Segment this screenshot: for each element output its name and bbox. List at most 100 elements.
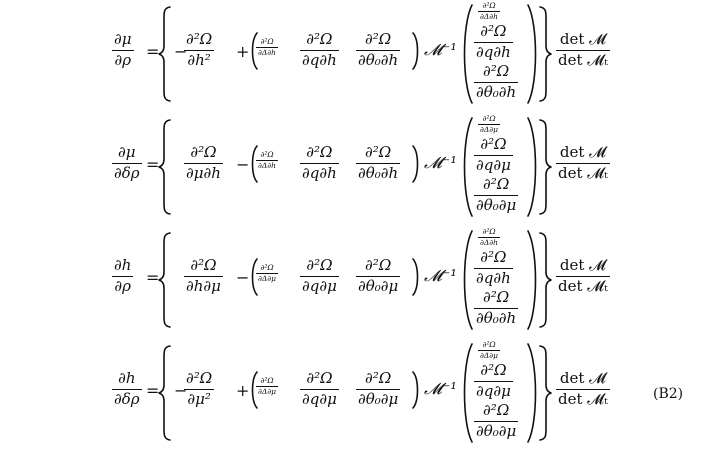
fraction-bar xyxy=(112,49,134,51)
row-entry-1-denominator: ∂Δ∂μ xyxy=(258,273,277,283)
row-entry-3-denominator: ∂θ₀∂h xyxy=(358,50,399,69)
column-vector-left-paren xyxy=(463,4,473,104)
fraction-bar xyxy=(300,49,339,51)
row-entry-2-numerator: ∂²Ω xyxy=(306,143,333,161)
inverse-matrix: 𝓜⁻¹ xyxy=(424,40,457,59)
fraction-bar xyxy=(256,272,279,274)
leading-sign: − xyxy=(174,381,188,400)
fraction-bar xyxy=(556,162,610,164)
row-entry-2-numerator: ∂²Ω xyxy=(306,30,333,48)
first-term-numerator: ∂²Ω xyxy=(186,30,213,48)
column-vector-right-paren xyxy=(527,117,537,217)
fraction-bar xyxy=(184,388,215,390)
row-entry-1: ∂²Ω∂Δ∂μ xyxy=(256,377,279,396)
row-entry-2-denominator: ∂q∂h xyxy=(302,50,337,69)
fraction-bar xyxy=(474,81,519,83)
equals-sign: = xyxy=(146,381,160,400)
column-entry-3-numerator: ∂²Ω xyxy=(483,288,510,306)
lhs-fraction-denominator: ∂ρ xyxy=(114,50,132,69)
fraction-bar xyxy=(356,49,401,51)
first-term-numerator: ∂²Ω xyxy=(190,143,217,161)
column-entry-3-numerator: ∂²Ω xyxy=(483,175,510,193)
column-entry-1-denominator: ∂Δ∂μ xyxy=(480,350,499,360)
determinant-ratio-numerator: det 𝓜 xyxy=(559,369,606,387)
determinant-ratio-numerator: det 𝓜 xyxy=(559,256,606,274)
equals-sign: = xyxy=(146,268,160,287)
fraction-bar xyxy=(300,388,339,390)
row-vector-left-paren xyxy=(251,258,258,296)
row-entry-2: ∂²Ω ∂q∂h xyxy=(300,143,339,182)
row-entry-2: ∂²Ω ∂q∂μ xyxy=(300,256,339,295)
row-entry-1-numerator: ∂²Ω xyxy=(260,150,274,159)
fraction-bar xyxy=(112,388,142,390)
row-entry-1-denominator: ∂Δ∂μ xyxy=(258,386,277,396)
operator-sign: − xyxy=(236,155,250,174)
row-entry-2-denominator: ∂q∂μ xyxy=(302,276,337,295)
first-term-denominator: ∂h² xyxy=(187,50,211,69)
column-entry-2-numerator: ∂²Ω xyxy=(480,135,507,153)
column-entry-3-denominator: ∂θ₀∂μ xyxy=(476,421,517,440)
row-entry-3-numerator: ∂²Ω xyxy=(365,256,392,274)
row-entry-2-denominator: ∂q∂h xyxy=(302,163,337,182)
inverse-matrix: 𝓜⁻¹ xyxy=(424,379,457,398)
column-entry-2: ∂²Ω∂q∂μ xyxy=(474,135,513,174)
fraction-bar xyxy=(300,275,339,277)
column-entry-1-numerator: ∂²Ω xyxy=(482,114,496,123)
row-entry-3-numerator: ∂²Ω xyxy=(365,143,392,161)
column-entry-1-denominator: ∂Δ∂h xyxy=(480,11,499,21)
column-entry-2: ∂²Ω ∂q∂h xyxy=(474,248,513,287)
lhs-fraction-denominator: ∂ρ xyxy=(114,276,131,295)
row-entry-2-numerator: ∂²Ω xyxy=(306,369,333,387)
lhs-fraction-denominator: ∂δρ xyxy=(114,163,140,182)
fraction-bar xyxy=(356,162,401,164)
column-entry-1: ∂²Ω∂Δ∂μ xyxy=(478,341,501,360)
column-vector-right-paren xyxy=(527,4,537,104)
column-entry-2-numerator: ∂²Ω xyxy=(480,248,507,266)
right-curly-brace xyxy=(539,232,552,328)
row-entry-3: ∂²Ω∂θ₀∂μ xyxy=(356,256,401,295)
first-term: ∂²Ω∂μ² xyxy=(184,370,215,408)
column-entry-1: ∂²Ω∂Δ∂h xyxy=(478,227,501,247)
inverse-matrix: 𝓜⁻¹ xyxy=(424,266,457,285)
row-entry-2: ∂²Ω ∂q∂h xyxy=(300,30,339,69)
column-vector-right-paren xyxy=(527,343,537,443)
row-entry-1: ∂²Ω∂Δ∂h xyxy=(256,38,279,57)
first-term: ∂²Ω∂h∂μ xyxy=(184,257,223,295)
column-entry-1: ∂²Ω∂Δ∂h xyxy=(478,2,501,21)
fraction-bar xyxy=(474,307,519,309)
leading-sign: − xyxy=(174,42,188,61)
fraction-bar xyxy=(474,41,513,43)
row-vector-left-paren xyxy=(251,371,258,409)
row-entry-2-denominator: ∂q∂μ xyxy=(302,389,337,408)
fraction-bar xyxy=(478,236,501,238)
fraction-bar xyxy=(356,275,401,277)
lhs-fraction-denominator: ∂δρ xyxy=(114,389,140,408)
row-entry-3-denominator: ∂θ₀∂μ xyxy=(358,389,399,408)
right-curly-brace xyxy=(539,6,552,102)
right-curly-brace xyxy=(539,119,552,215)
column-entry-2-denominator: ∂q∂h xyxy=(476,268,511,287)
column-entry-1: ∂²Ω∂Δ∂μ xyxy=(478,114,501,134)
fraction-bar xyxy=(478,123,501,125)
lhs-fraction: ∂h∂ρ xyxy=(112,257,134,295)
column-entry-1-denominator: ∂Δ∂μ xyxy=(480,124,499,134)
determinant-ratio-denominator: det 𝓜ₜ xyxy=(558,163,608,182)
operator-sign: + xyxy=(236,42,250,61)
lhs-fraction: ∂h∂δρ xyxy=(112,370,142,408)
fraction-bar xyxy=(556,388,610,390)
row-entry-1-numerator: ∂²Ω xyxy=(260,263,274,272)
row-entry-3-numerator: ∂²Ω xyxy=(365,30,392,48)
left-curly-brace xyxy=(158,119,171,215)
column-entry-3: ∂²Ω∂θ₀∂h xyxy=(474,288,519,327)
column-vector-left-paren xyxy=(463,117,473,217)
equals-sign: = xyxy=(146,42,160,61)
row-entry-2-numerator: ∂²Ω xyxy=(306,256,333,274)
determinant-ratio-denominator: det 𝓜ₜ xyxy=(558,389,608,408)
first-term: ∂²Ω ∂h² xyxy=(184,30,215,69)
fraction-bar xyxy=(256,159,279,161)
column-entry-3-numerator: ∂²Ω xyxy=(483,62,510,80)
column-entry-1-numerator: ∂²Ω xyxy=(482,227,496,236)
